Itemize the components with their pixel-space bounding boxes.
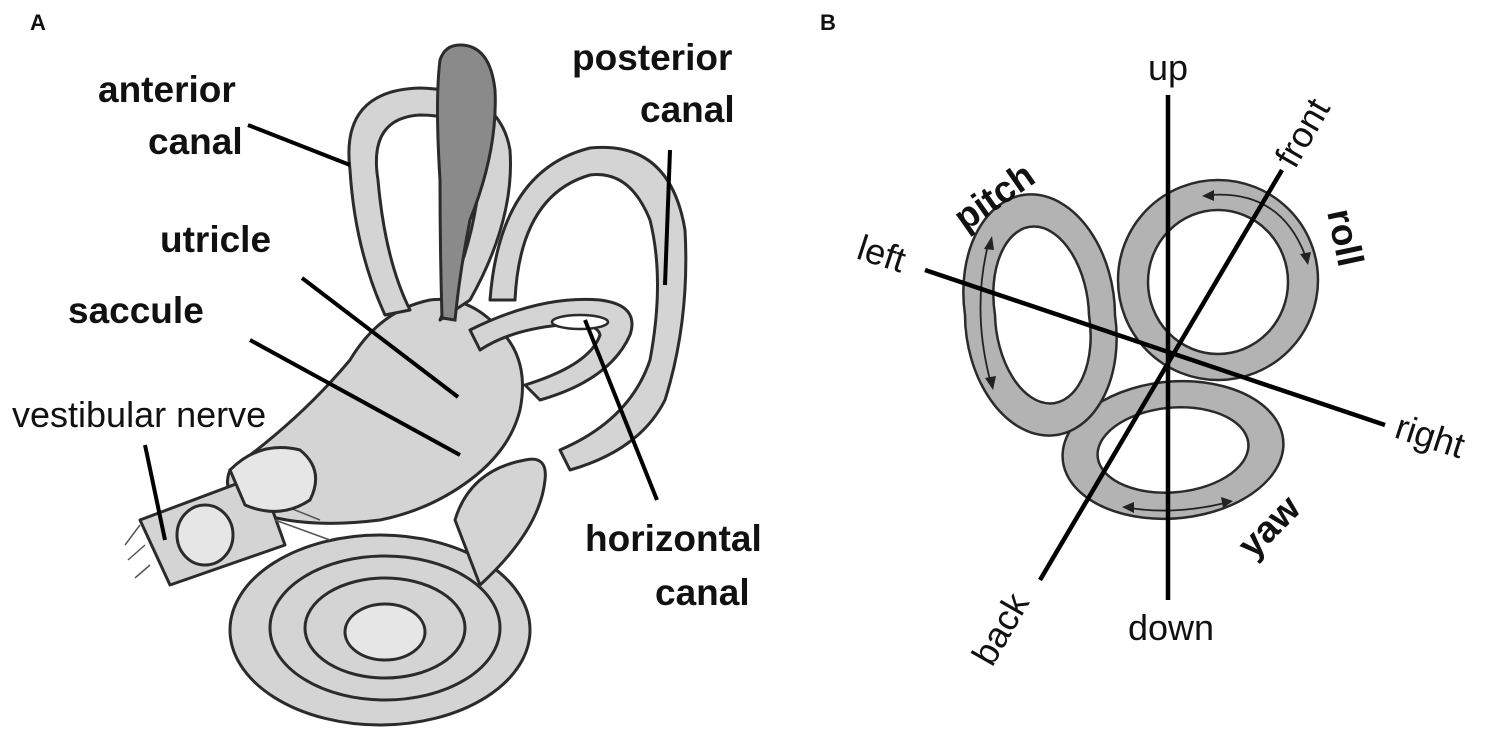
axis-label-up: up <box>1148 47 1188 88</box>
label-horizontal-canal-line2: canal <box>655 572 750 613</box>
label-saccule: saccule <box>68 290 204 331</box>
pitch-ring <box>963 194 1116 435</box>
label-posterior-canal-line1: posterior <box>572 37 732 78</box>
axis-label-left: left <box>853 227 911 281</box>
leader-anterior-canal <box>248 125 350 165</box>
panel-a-letter: A <box>30 10 46 35</box>
label-anterior-canal-line2: canal <box>148 121 243 162</box>
panel-a: A <box>12 10 762 725</box>
label-posterior-canal-line2: canal <box>640 89 735 130</box>
label-anterior-canal-line1: anterior <box>98 69 236 110</box>
axis-label-down: down <box>1128 607 1214 648</box>
axis-label-back: back <box>963 585 1037 672</box>
rotation-label-roll: roll <box>1319 205 1371 270</box>
label-utricle: utricle <box>160 219 271 260</box>
label-horizontal-canal-line1: horizontal <box>585 518 762 559</box>
panel-b-letter: B <box>820 10 836 35</box>
panel-b: B up down left right <box>820 10 1470 672</box>
axis-label-front: front <box>1266 91 1338 174</box>
axis-label-right: right <box>1391 406 1470 467</box>
label-vestibular-nerve: vestibular nerve <box>12 394 266 435</box>
